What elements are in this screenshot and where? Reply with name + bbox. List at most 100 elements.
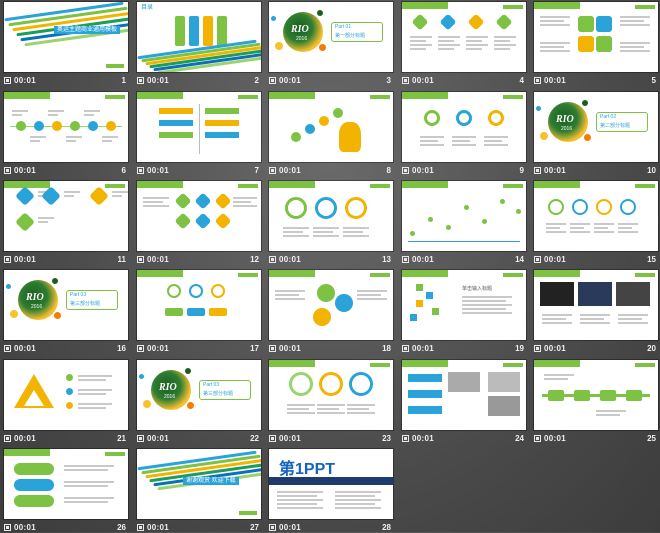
bubble [313,308,331,326]
flow-step [600,390,616,401]
text-line [84,110,100,112]
text-line [618,318,642,320]
text-line [620,24,650,26]
circle-frame [349,372,373,396]
header-bar [137,181,183,188]
slide-duration: 00:01 [279,255,301,264]
transition-icon [4,345,11,352]
text-line [283,235,309,237]
text-line [64,485,108,487]
slide-thumbnail[interactable] [137,270,261,340]
slide-thumbnail[interactable] [137,181,261,251]
slide-thumbnail[interactable] [534,360,658,430]
text-line [544,378,568,380]
text-line [494,40,510,42]
text-line [102,136,118,138]
text-line [618,231,638,233]
slide-duration: 00:01 [544,166,566,175]
paint-splash [271,16,276,21]
slide-thumbnail[interactable] [4,181,128,251]
slide-thumbnail[interactable] [402,360,526,430]
text-line [317,408,339,410]
text-line [452,144,476,146]
slide-thumbnail[interactable] [269,181,393,251]
slide-thumbnail[interactable] [534,270,658,340]
line-point [500,199,505,204]
slide-thumbnail[interactable]: 目录 [137,2,261,72]
slide-thumbnail[interactable] [269,92,393,162]
slide-thumbnail[interactable] [4,449,128,519]
text-line [233,205,257,207]
header-bar [534,2,580,9]
slide-thumbnail[interactable] [402,92,526,162]
text-line [596,410,626,412]
text-line [277,495,317,497]
slide-number: 22 [250,434,259,443]
photo [448,372,480,392]
paint-splash [6,284,11,289]
transition-icon [402,77,409,84]
bar-left [159,108,193,114]
slide-thumbnail[interactable] [534,2,658,72]
list-marker [66,388,73,395]
text-line [620,50,650,52]
slide-thumbnail[interactable] [402,2,526,72]
text-line [618,223,638,225]
slide-thumbnail[interactable] [137,92,261,162]
text-line [64,501,108,503]
slide-thumbnail[interactable] [4,360,128,430]
pin-bar [187,308,205,316]
slide-thumbnail[interactable] [269,360,393,430]
slide-thumbnail[interactable]: 第1PPT [269,449,393,519]
rio-logo-year: 2016 [164,394,176,400]
slide-thumbnail[interactable] [534,181,658,251]
square [416,300,423,307]
photo [488,396,520,416]
section-part-label: Part 02 [600,114,617,120]
slide-number: 17 [250,344,259,353]
slide-thumbnail[interactable] [4,92,128,162]
text-line [466,48,482,50]
rio-logo-year: 2016 [31,304,43,310]
text-line [275,298,305,300]
slide-thumbnail[interactable] [269,270,393,340]
line-point [410,231,415,236]
slide-duration: 00:01 [279,434,301,443]
flow-line [542,394,650,397]
slide-number: 12 [250,255,259,264]
header-bar [269,360,315,367]
puzzle-piece [596,16,612,32]
slide-thumbnail[interactable]: 奥运主题商业通用模板 [4,2,128,72]
header-bar [402,270,448,277]
progress-ring [315,197,337,219]
text-line [347,412,375,414]
header-bar [4,92,50,99]
header-tag [370,273,390,277]
text-line [343,235,369,237]
text-line [143,205,169,207]
slide-number: 13 [382,255,391,264]
slide-thumbnail[interactable] [402,181,526,251]
slide-thumbnail[interactable]: 谢谢观赏 欢迎下载 [137,449,261,519]
step-circle [333,108,343,118]
text-line [335,495,375,497]
slide-thumbnail[interactable]: 单击输入标题 [402,270,526,340]
